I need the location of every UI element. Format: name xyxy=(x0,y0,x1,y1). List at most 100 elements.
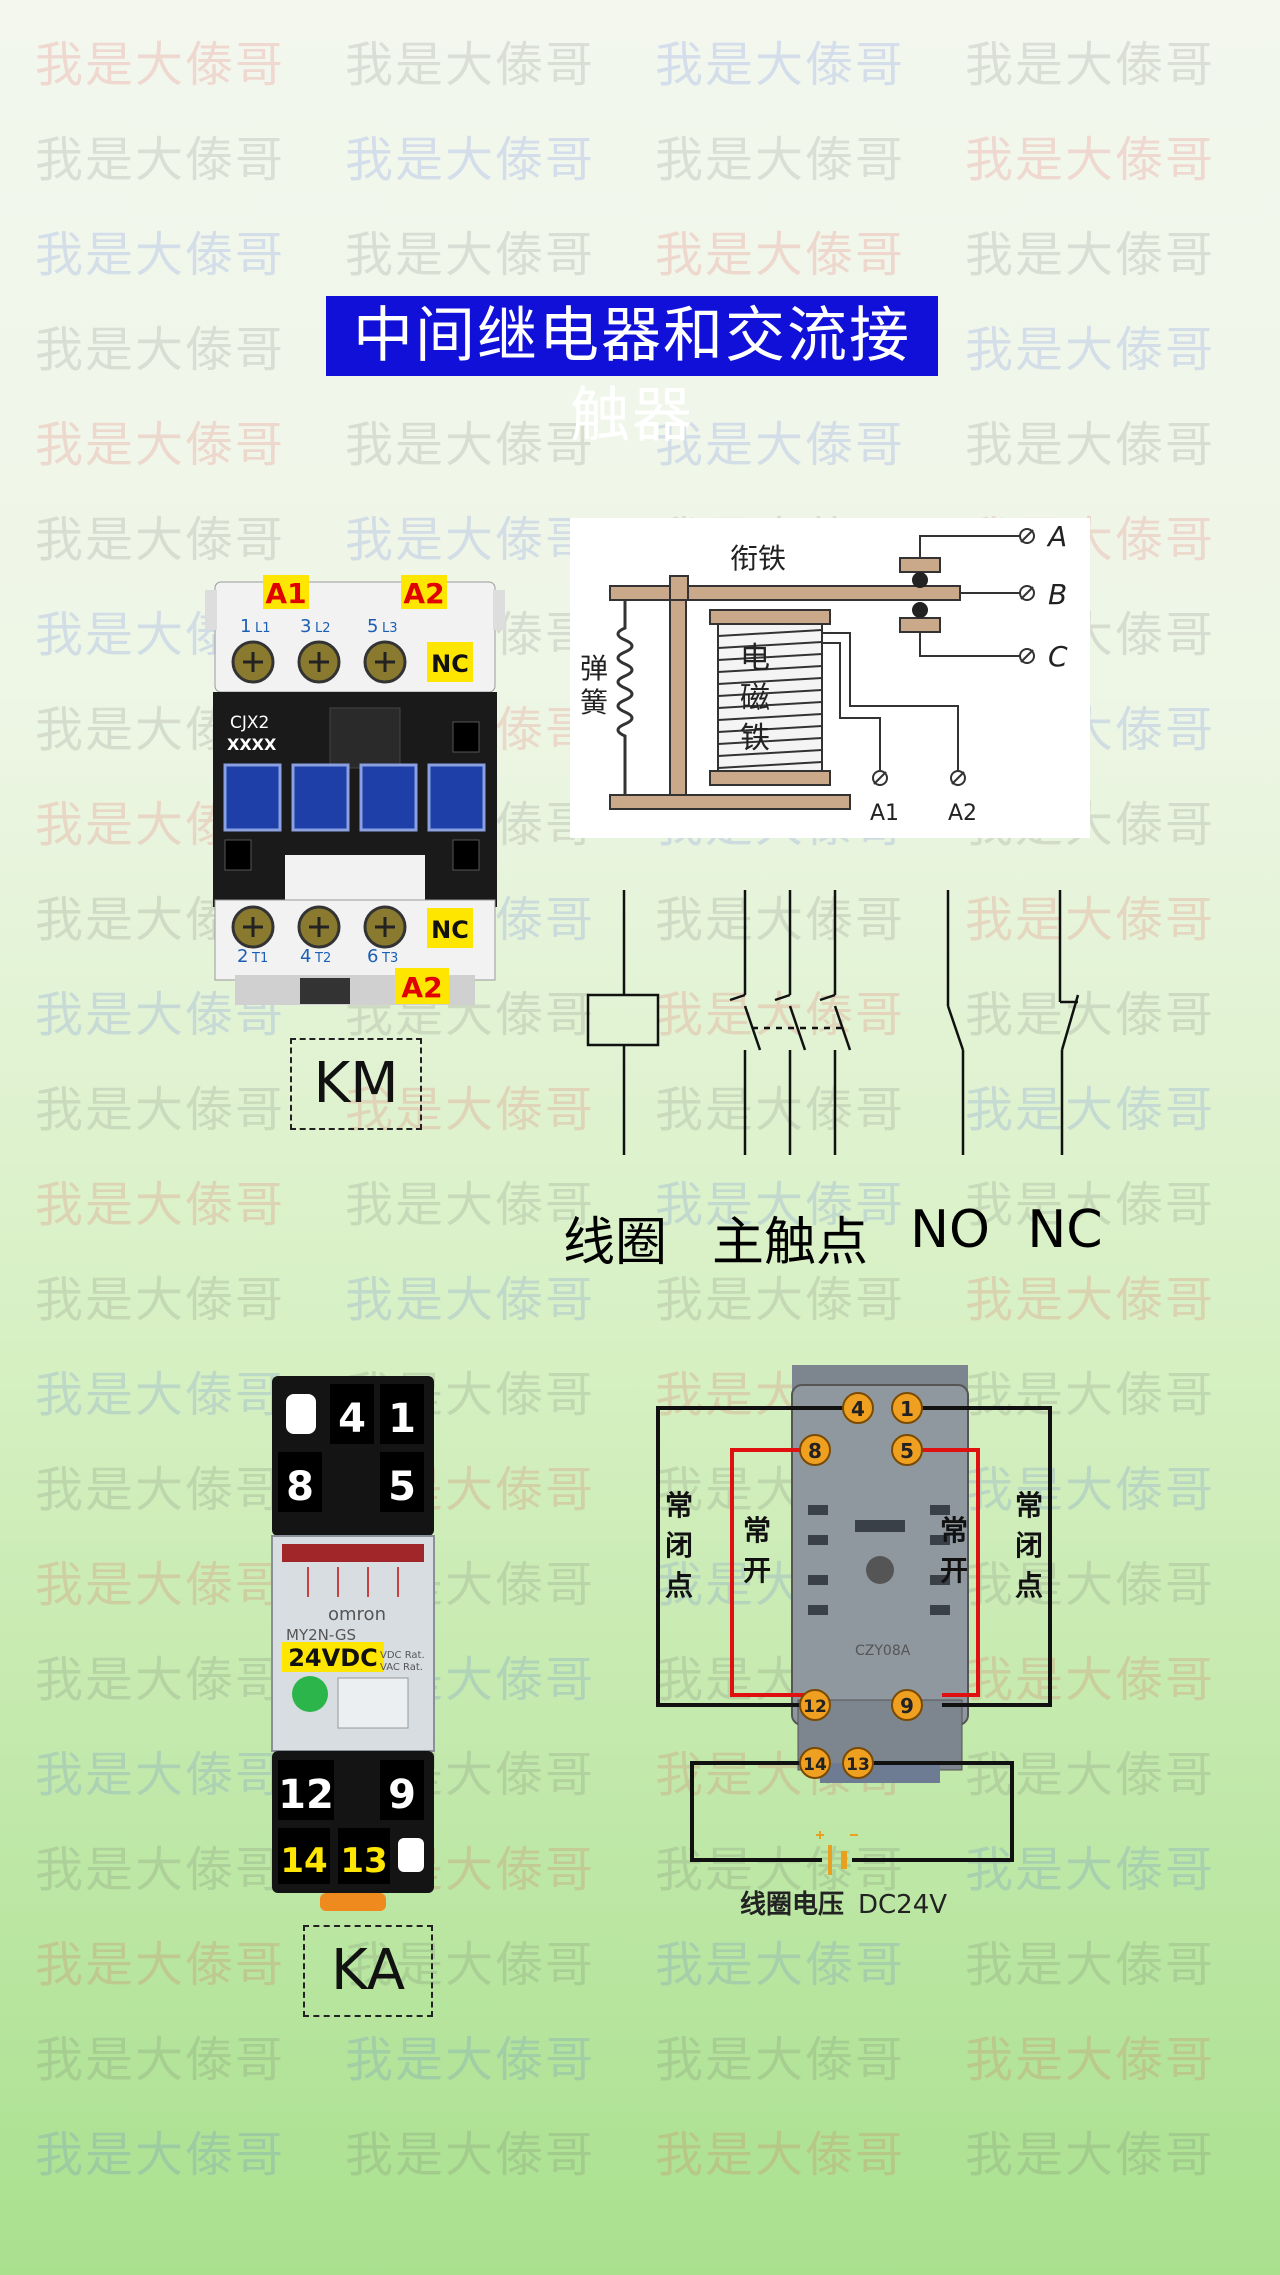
watermark-text: 我是大傣哥 xyxy=(35,227,286,283)
nc-left-char-3: 点 xyxy=(665,1569,693,1602)
watermark-text: 我是大傣哥 xyxy=(35,37,286,93)
ka-symbol-box: KA xyxy=(303,1925,433,2017)
coil-symbol xyxy=(586,993,660,1047)
a1-label: A1 xyxy=(265,577,306,610)
bottom-terminal-2: 2 xyxy=(237,946,248,967)
watermark-text: 我是大傣哥 xyxy=(345,227,596,283)
socket-pin-9: 9 xyxy=(900,1694,914,1718)
watermark-text: 我是大傣哥 xyxy=(965,1937,1216,1993)
no-right-char-1: 常 xyxy=(940,1514,968,1547)
socket-wiring-diagram: CZY08A 4 1 8 5 12 9 14 13 常 闭 点 常 开 常 开 … xyxy=(656,1365,1052,1920)
watermark-text: 我是大傣哥 xyxy=(965,1272,1216,1328)
bottom-terminal-6: 6 xyxy=(367,946,378,967)
battery-symbol xyxy=(816,1831,858,1875)
watermark-text: 我是大傣哥 xyxy=(35,2032,286,2088)
symbol-label-coil: 线圈 xyxy=(562,1213,667,1273)
top-terminal-1: 1 xyxy=(240,616,251,637)
a1-tag xyxy=(263,575,309,609)
watermark-text: 我是大傣哥 xyxy=(345,2032,596,2088)
watermark-text: 我是大傣哥 xyxy=(345,37,596,93)
nc-top-label: NC xyxy=(431,650,469,678)
watermark-text: 我是大傣哥 xyxy=(35,512,286,568)
watermark-text: 我是大傣哥 xyxy=(345,2127,596,2183)
page-title: 中间继电器和交流接触器 xyxy=(326,296,938,451)
relay-rating-1: VDC Rat. xyxy=(380,1650,425,1661)
km-symbol-box: KM xyxy=(290,1038,422,1130)
watermark-text: 我是大傣哥 xyxy=(965,417,1216,473)
relay-pin-8: 8 xyxy=(286,1464,314,1510)
no-left-char-2: 开 xyxy=(743,1554,771,1587)
armature-label: 衔铁 xyxy=(730,542,786,575)
watermark-text: 我是大傣哥 xyxy=(35,1652,286,1708)
watermark-text: 我是大傣哥 xyxy=(35,1842,286,1898)
bottom-terminal-t1: T1 xyxy=(251,951,268,966)
watermark-text: 我是大傣哥 xyxy=(345,1272,596,1328)
relay-pin-13: 13 xyxy=(340,1841,387,1881)
coil-voltage-label: 线圈电压 xyxy=(740,1890,844,1920)
watermark-text: 我是大傣哥 xyxy=(35,1177,286,1233)
watermark-text: 我是大傣哥 xyxy=(35,1272,286,1328)
terminal-a-label: A xyxy=(1046,520,1067,553)
relay-pin-4: 4 xyxy=(338,1396,366,1442)
relay-brand: omron xyxy=(328,1604,386,1625)
main-contacts-symbol xyxy=(729,890,852,1155)
watermark-text: 我是大傣哥 xyxy=(35,1937,286,1993)
magnet-char-3: 铁 xyxy=(740,721,770,756)
socket-model: CZY08A xyxy=(855,1643,911,1659)
a2-bottom-tag xyxy=(395,968,449,1004)
socket-pin-13: 13 xyxy=(846,1755,870,1775)
contactor-model: CJX2 xyxy=(230,713,269,733)
a2-tag xyxy=(401,575,447,609)
watermark-text: 我是大傣哥 xyxy=(35,1082,286,1138)
coil-voltage-value: DC24V xyxy=(858,1890,947,1920)
relay-voltage: 24VDC xyxy=(288,1644,378,1672)
watermark-text: 我是大傣哥 xyxy=(345,1177,596,1233)
top-terminal-3: 3 xyxy=(300,616,311,637)
spring-char-2: 簧 xyxy=(580,686,608,719)
nc-bottom-tag xyxy=(427,908,473,948)
watermark-text: 我是大傣哥 xyxy=(35,417,286,473)
relay-voltage-tag xyxy=(282,1642,384,1672)
relay-pin-5: 5 xyxy=(388,1464,416,1510)
watermark-text: 我是大傣哥 xyxy=(35,1367,286,1423)
magnet-char-2: 磁 xyxy=(740,681,770,716)
socket-pin-5: 5 xyxy=(900,1439,914,1463)
terminal-c-label: C xyxy=(1048,640,1068,673)
relay-model: MY2N-GS xyxy=(286,1626,356,1644)
top-screws xyxy=(231,640,407,684)
watermark-text: 我是大傣哥 xyxy=(655,2127,906,2183)
relay-pin-9: 9 xyxy=(388,1772,416,1818)
electrical-symbols xyxy=(586,890,1080,1155)
watermark-text: 我是大傣哥 xyxy=(655,37,906,93)
symbol-label-nc: NC xyxy=(1027,1200,1103,1260)
watermark-text: 我是大傣哥 xyxy=(655,2032,906,2088)
watermark-text: 我是大傣哥 xyxy=(965,2127,1216,2183)
watermark-text: 我是大傣哥 xyxy=(35,1557,286,1613)
bottom-terminal-t3: T3 xyxy=(381,951,398,966)
watermark-text: 我是大傣哥 xyxy=(35,132,286,188)
watermark-text: 我是大傣哥 xyxy=(965,37,1216,93)
contactor-model-sub: XXXX xyxy=(227,735,277,754)
symbol-label-main-contacts: 主触点 xyxy=(711,1213,868,1273)
nc-left-char-1: 常 xyxy=(665,1489,693,1522)
watermark-text: 我是大傣哥 xyxy=(345,132,596,188)
relay-principle-diagram: 弹 簧 电 磁 铁 A1 A2 衔铁 A B C xyxy=(570,518,1090,838)
no-right-char-2: 开 xyxy=(940,1554,968,1587)
bottom-screws xyxy=(231,905,407,949)
watermark-text: 我是大傣哥 xyxy=(345,512,596,568)
nc-bottom-label: NC xyxy=(431,916,469,944)
contactor-blue-windows xyxy=(223,763,486,832)
nc-left-char-2: 闭 xyxy=(665,1529,693,1562)
relay-rating-2: VAC Rat. xyxy=(380,1662,423,1673)
nc-contact-symbol xyxy=(1058,890,1080,1155)
coil-a2-label: A2 xyxy=(948,801,977,826)
nc-top-tag xyxy=(427,642,473,682)
a2-bottom-label: A2 xyxy=(401,971,442,1004)
no-left-char-1: 常 xyxy=(743,1514,771,1547)
socket-pin-8: 8 xyxy=(808,1439,822,1463)
watermark-text: 我是大傣哥 xyxy=(965,227,1216,283)
bottom-terminal-4: 4 xyxy=(300,946,311,967)
socket-pin-4: 4 xyxy=(851,1397,865,1421)
watermark-text: 我是大傣哥 xyxy=(655,1937,906,1993)
bottom-terminal-t2: T2 xyxy=(314,951,331,966)
